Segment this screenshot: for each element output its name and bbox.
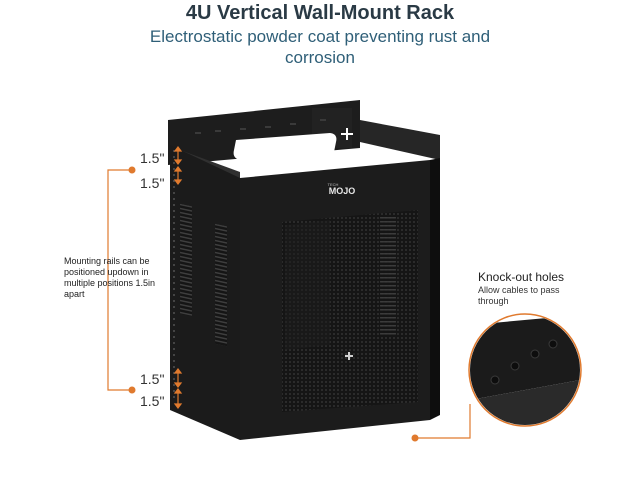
bracket-dot-top [128,166,136,174]
rails-bracket [107,146,183,409]
dimension-label-bottom-2: 1.5" [140,393,165,409]
knockout-title: Knock-out holes [478,270,565,284]
rack-left-panel [170,145,240,440]
rack-top-rail [360,120,440,160]
page-subtitle: Electrostatic powder coat preventing rus… [149,27,491,67]
rails-description: Mounting rails can be positioned updown … [64,256,156,299]
page-title: 4U Vertical Wall-Mount Rack [185,2,455,24]
knockout-description: Allow cables to pass through [478,285,560,306]
rack-front-panel [240,160,430,440]
brand-logo-prefix: TECH [328,182,339,187]
dimension-label-top-2: 1.5" [140,175,165,191]
dimension-label-top-1: 1.5" [140,150,165,166]
knockout-zoom-circle [468,313,582,427]
dimension-label-bottom-1: 1.5" [140,371,165,387]
bracket-dot-bottom [128,386,136,394]
knockout-leader [411,404,471,442]
rack-back-plate [168,100,360,165]
brand-logo: MOJO [329,186,356,196]
